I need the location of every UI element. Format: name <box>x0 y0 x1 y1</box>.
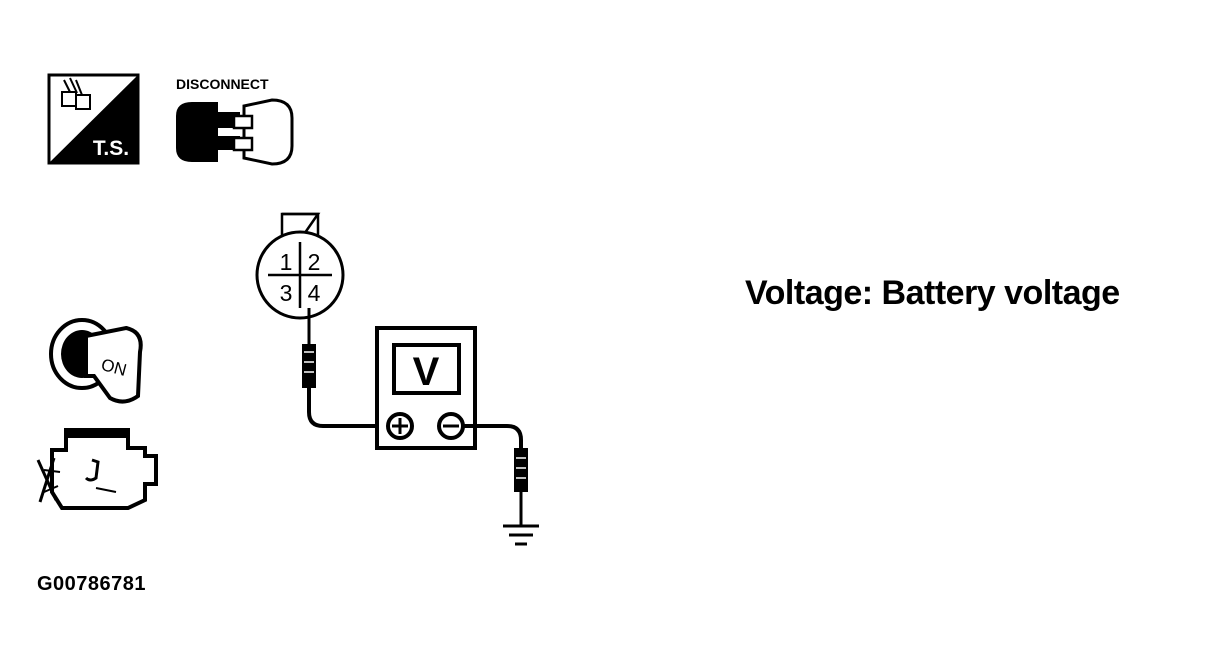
figure-id: G00786781 <box>37 573 147 595</box>
pin-1-label: 1 <box>280 249 293 275</box>
pin-4-label: 4 <box>308 280 321 306</box>
pin-3-label: 3 <box>280 280 293 306</box>
voltage-spec: Voltage: Battery voltage <box>745 274 1120 312</box>
connector-face: 1 2 3 4 <box>255 212 345 320</box>
positive-probe-lead <box>302 308 386 428</box>
engine-icon <box>36 428 158 510</box>
meter-display: V <box>413 350 440 394</box>
negative-probe-lead <box>463 424 528 526</box>
ground-symbol <box>503 524 539 546</box>
voltmeter: V <box>375 326 477 450</box>
troubleshooting-icon: T.S. <box>47 73 140 165</box>
disconnect-icon: DISCONNECT <box>176 76 294 166</box>
disconnect-label: DISCONNECT <box>176 76 269 92</box>
ts-label: T.S. <box>93 137 129 160</box>
ignition-on-icon: ON <box>49 318 143 404</box>
pin-2-label: 2 <box>308 249 321 275</box>
